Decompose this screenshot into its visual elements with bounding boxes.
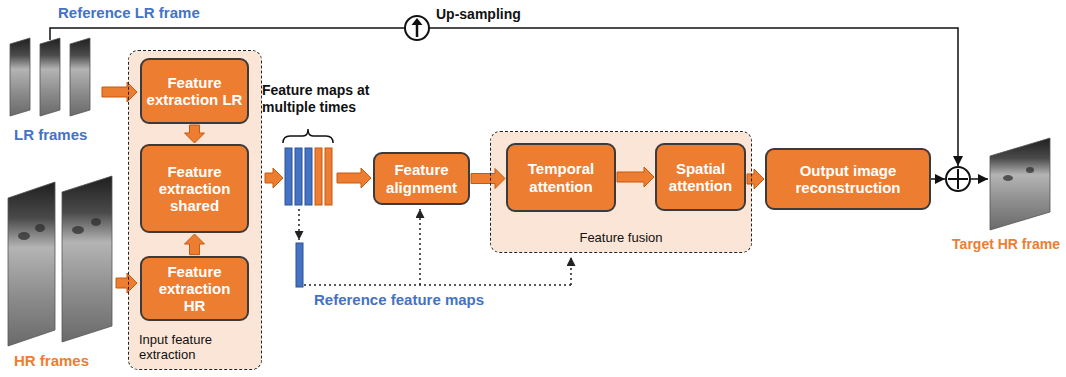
annotation-label-box: Feature maps at multiple times (262, 82, 380, 116)
process-box: Feature extraction LR (140, 58, 249, 124)
dotted-arrow (298, 209, 300, 240)
block-arrow (116, 273, 137, 293)
annotation-label-box: Up-sampling (436, 6, 521, 23)
process-box: Spatial attention (655, 143, 746, 211)
upsampling-symbol (412, 18, 423, 25)
feature-map-bar (315, 148, 322, 205)
feature-map-bar (325, 148, 332, 205)
sum-symbol (946, 167, 970, 191)
annotation-label: Reference feature maps (314, 291, 484, 309)
group-region: Feature fusion Temporal attention Spatial … (490, 131, 752, 253)
box-label: Feature extraction LR (146, 74, 243, 109)
annotation-label: Up-sampling (436, 6, 521, 23)
process-box: Feature extraction HR (140, 256, 249, 322)
dotted-arrow (570, 257, 572, 285)
block-arrow-connector (185, 125, 205, 143)
brace (283, 129, 333, 143)
annotation-label-box: Reference feature maps (314, 291, 484, 309)
hr-frame-image (62, 176, 112, 342)
group-fill (491, 132, 751, 252)
lr-frame-image (10, 38, 30, 116)
image-texture (91, 218, 101, 226)
image-texture (18, 232, 30, 240)
upsampling-symbol (416, 23, 419, 37)
annotation-label-box: Target HR frame (952, 236, 1060, 253)
thin-arrow (971, 178, 988, 180)
lr-frame-image (40, 38, 60, 116)
image-texture (72, 226, 84, 234)
group-fill (129, 51, 261, 369)
process-box: Temporal attention (506, 143, 616, 212)
annotation-label: Feature maps at multiple times (262, 82, 380, 116)
image-texture (1003, 175, 1013, 181)
sum-symbol (948, 169, 968, 189)
block-arrow (337, 168, 371, 188)
annotation-label-box: Reference LR frame (58, 4, 200, 22)
image-texture (1026, 167, 1034, 173)
box-label: Output image reconstruction (771, 162, 925, 197)
process-box: Output image reconstruction (765, 148, 931, 210)
dotted-line (304, 284, 571, 286)
block-arrow-connector (747, 169, 764, 189)
block-arrow-connector (471, 169, 505, 189)
hr-frame-image (8, 182, 55, 346)
group-region: Input feature extraction Feature extracti… (128, 50, 262, 370)
process-box: Feature extraction shared (140, 144, 249, 233)
skip-line (50, 28, 405, 40)
dotted-arrow (419, 209, 421, 285)
block-arrow-connector (185, 234, 205, 255)
group-label: Feature fusion (579, 230, 662, 246)
feature-map-bar (305, 148, 312, 205)
box-label: Temporal attention (512, 160, 610, 195)
box-label: Feature extraction HR (146, 263, 243, 315)
annotation-label: LR frames (14, 126, 87, 144)
upsampling-symbol (405, 16, 429, 40)
annotation-label: Target HR frame (952, 236, 1060, 253)
process-box: Feature alignment (373, 152, 470, 205)
box-label: Spatial attention (661, 160, 740, 195)
box-label: Feature extraction shared (146, 163, 243, 215)
image-texture (35, 224, 45, 232)
box-label: Feature alignment (379, 161, 464, 196)
annotation-label: Reference LR frame (58, 4, 200, 22)
thin-arrow (931, 178, 945, 180)
feature-map-bar (285, 148, 292, 205)
group-label: Input feature extraction (139, 332, 249, 363)
lr-frame-image (70, 38, 90, 116)
annotation-label: HR frames (14, 352, 89, 370)
reference-map-bar (296, 243, 303, 287)
annotation-label-box: LR frames (14, 126, 87, 144)
target-frame-image (990, 138, 1050, 230)
block-arrow (265, 168, 283, 188)
block-arrow (102, 82, 137, 102)
annotation-label-box: HR frames (14, 352, 89, 370)
block-arrow-connector (617, 167, 654, 187)
feature-map-bar (295, 148, 302, 205)
